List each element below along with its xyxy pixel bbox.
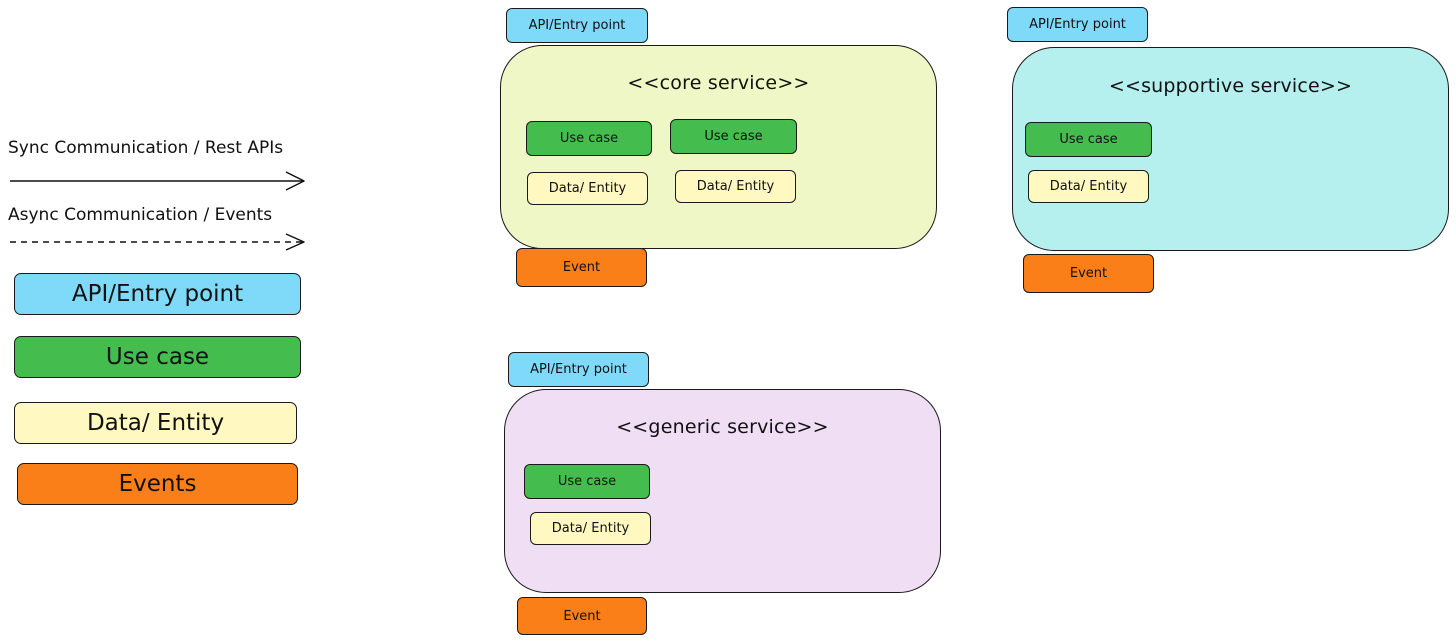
core-service-title: <<core service>> [627,72,810,94]
core-api-entry-point: API/Entry point [506,8,648,43]
generic-api-entry-point: API/Entry point [508,352,649,387]
legend-events: Events [17,463,298,505]
legend-api-entry-point: API/Entry point [14,273,301,315]
legend-use-case: Use case [14,336,301,378]
supportive-service-title: <<supportive service>> [1108,75,1353,97]
supportive-api-entry-point: API/Entry point [1007,7,1148,42]
generic-use-case: Use case [524,464,650,499]
sync-communication-label: Sync Communication / Rest APIs [8,138,284,158]
sync-arrow [10,171,305,191]
core-event: Event [516,248,647,287]
generic-data-entity: Data/ Entity [530,512,651,545]
core-data-entity-1: Data/ Entity [527,172,648,205]
generic-service-title: <<generic service>> [616,416,829,438]
core-use-case-2: Use case [670,119,797,154]
legend-data-entity: Data/ Entity [14,402,297,444]
async-arrow [10,233,305,251]
generic-event: Event [517,597,647,635]
core-data-entity-2: Data/ Entity [675,170,796,203]
supportive-use-case: Use case [1025,122,1152,157]
supportive-data-entity: Data/ Entity [1028,170,1149,203]
async-communication-label: Async Communication / Events [8,205,273,225]
core-use-case-1: Use case [526,121,652,156]
supportive-event: Event [1023,254,1154,293]
